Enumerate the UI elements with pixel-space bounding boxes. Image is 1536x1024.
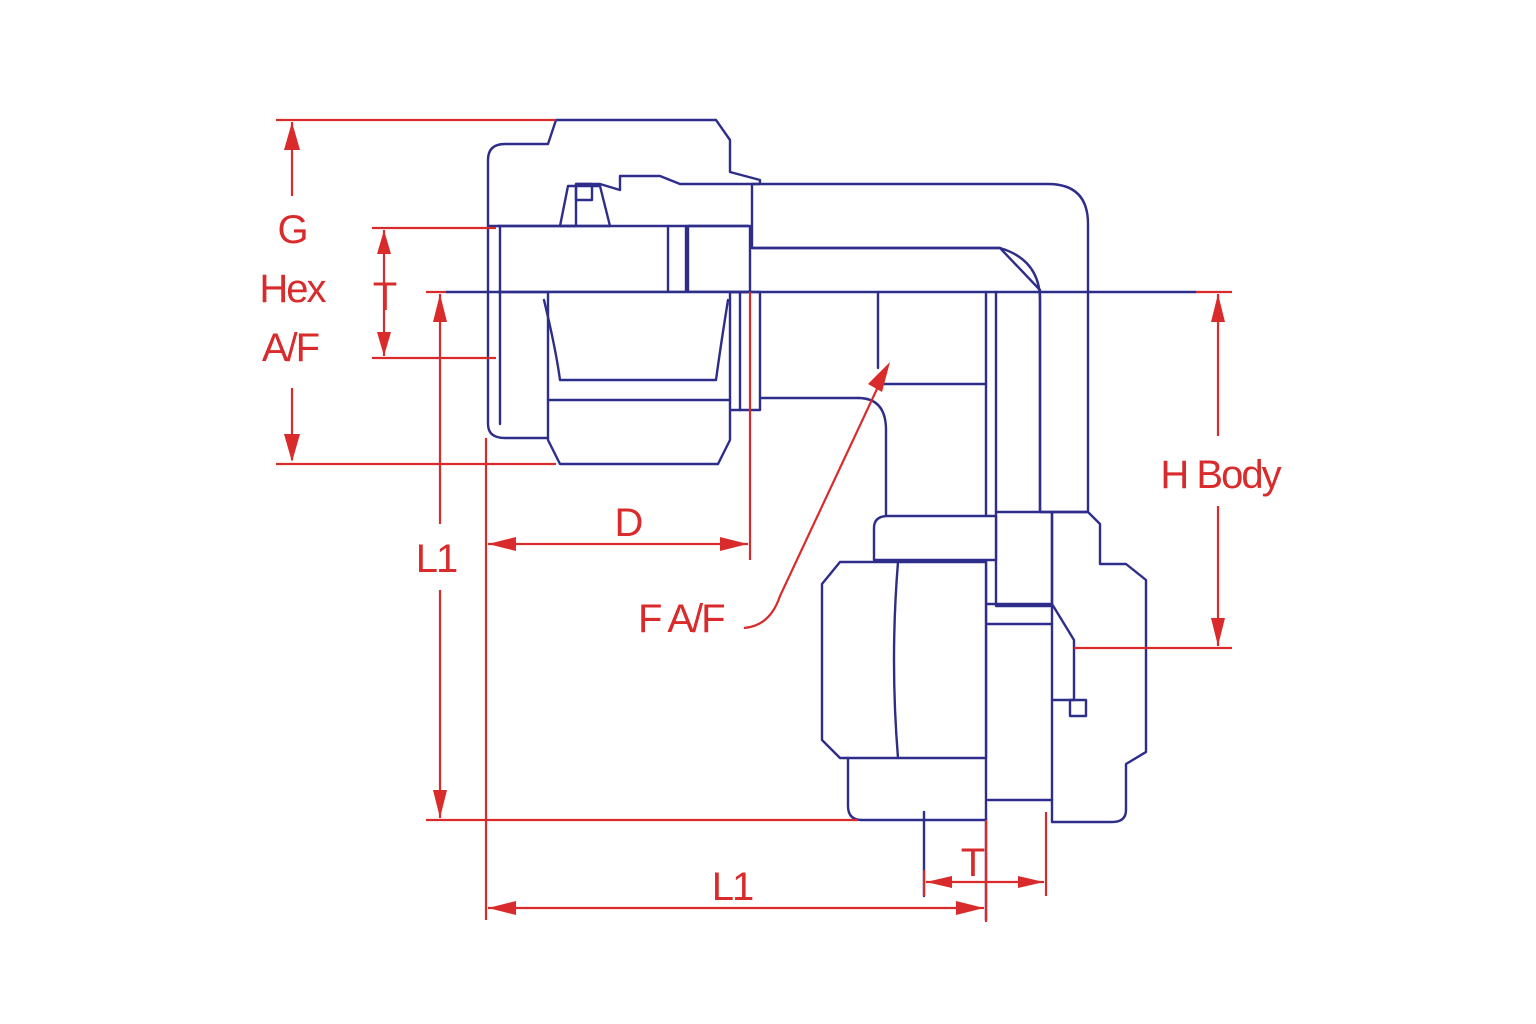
bottom-ferrule (1068, 698, 1088, 718)
top-stub (686, 224, 752, 294)
label-t-top: T (373, 275, 397, 319)
bottom-hex-outline (820, 560, 988, 760)
label-hex: Hex (259, 267, 326, 311)
t-top-arrow-up (377, 230, 391, 254)
dimensions (276, 118, 1232, 922)
top-sleeve (558, 184, 612, 228)
f-af-leader (743, 373, 885, 630)
h-arrow-bottom (1211, 618, 1225, 646)
l1-bottom-arrow-right (956, 901, 984, 915)
bottom-collar (872, 514, 998, 562)
label-g: G (277, 208, 306, 252)
label-l1-bottom: L1 (712, 865, 753, 909)
d-arrow-right (720, 537, 748, 551)
bottom-nut-section (1050, 510, 1148, 824)
bottom-stub (994, 510, 1054, 608)
t-top-arrow-down (377, 332, 391, 356)
l1-left-arrow-top (433, 294, 447, 322)
bottom-nut-bore (1050, 602, 1076, 702)
g-arrow-bottom (284, 434, 300, 462)
top-hex-outline (546, 292, 732, 466)
l1-left-arrow-bottom (433, 790, 447, 818)
t-bottom-arrow-right (1018, 876, 1044, 888)
label-t-bottom: T (961, 841, 985, 885)
f-af-arrow (868, 362, 890, 392)
label-f-af: F A/F (638, 597, 724, 641)
bottom-tube-nut (846, 756, 988, 822)
top-hex-nut (542, 292, 732, 466)
elbow-bore-inner (750, 246, 1042, 514)
bottom-nut (986, 510, 1148, 824)
bore-turn (856, 396, 888, 562)
h-arrow-top (1211, 294, 1225, 322)
top-nut-body (486, 224, 550, 440)
bottom-hex-faces (892, 560, 900, 760)
bottom-hex-nut (820, 514, 998, 898)
label-h-body: H Body (1160, 453, 1281, 497)
top-nut-section (486, 118, 762, 228)
dimension-labels: G Hex A/F T L1 D F A/F H Body L1 T (259, 208, 1283, 909)
l1-bottom-arrow-left (488, 901, 516, 915)
top-hex-faces (542, 298, 730, 382)
elbow-body-section (750, 182, 1090, 514)
label-l1-left: L1 (416, 537, 457, 581)
label-d: D (615, 501, 642, 545)
top-ferrule (574, 182, 594, 202)
d-arrow-left (488, 537, 516, 551)
t-bottom-arrow-left (926, 876, 952, 888)
g-arrow-top (284, 122, 300, 150)
top-nut-step (728, 290, 762, 412)
label-af: A/F (262, 326, 319, 370)
elbow-body (750, 182, 1090, 514)
